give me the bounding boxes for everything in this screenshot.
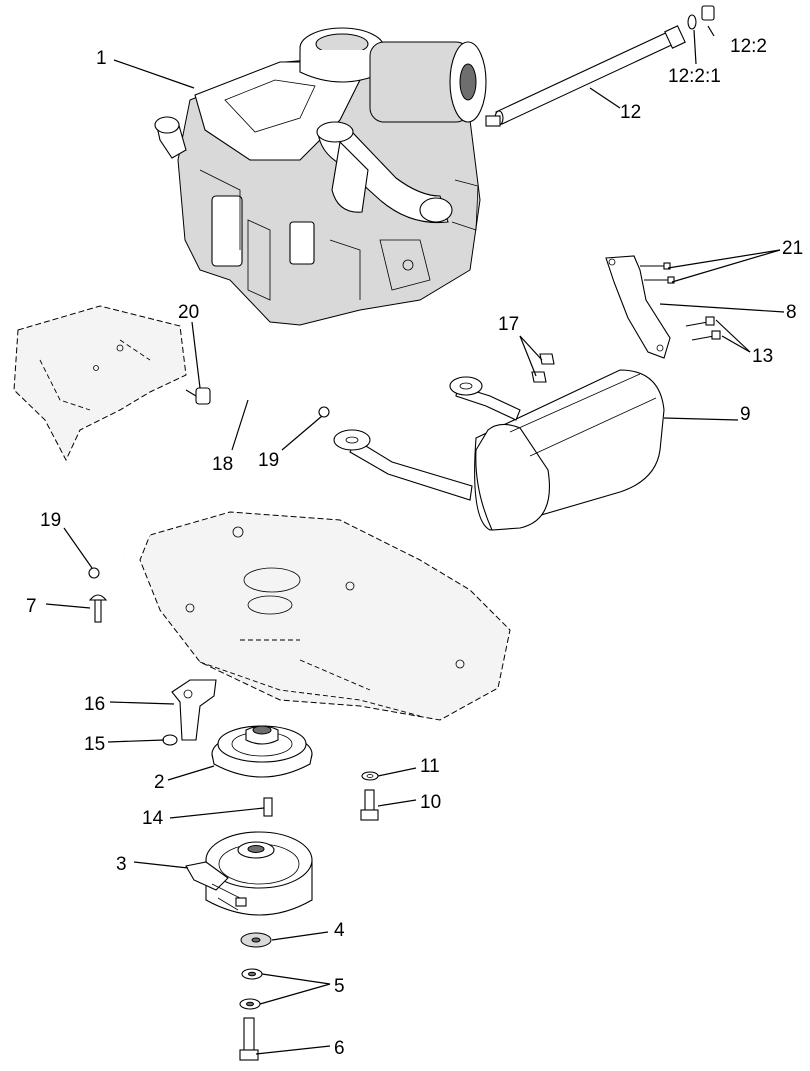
callout-21: 21 (782, 238, 803, 259)
key-14 (263, 797, 273, 817)
callout-4: 4 (334, 920, 345, 941)
callout-18: 18 (212, 454, 233, 475)
screws-21 (640, 262, 675, 284)
electric-clutch (185, 831, 313, 916)
callout-13: 13 (752, 346, 773, 367)
callout-6: 6 (334, 1038, 345, 1059)
nut-15 (162, 734, 178, 746)
muffler-bracket (605, 255, 671, 359)
callout-15: 15 (84, 734, 105, 755)
pin-7 (88, 594, 108, 623)
pulley (211, 725, 313, 778)
callout-19-upper: 19 (258, 450, 279, 471)
callout-10: 10 (420, 792, 441, 813)
washer-11 (361, 771, 379, 781)
callout-12-2-1: 12:2:1 (668, 66, 721, 87)
frame-deck-plate (139, 511, 511, 721)
o-ring (687, 14, 697, 30)
callout-labels: 1 12:2 12:2:1 12 21 8 13 9 17 20 18 19 1… (26, 36, 803, 1059)
dipstick-cap (701, 5, 715, 21)
bolt-10 (360, 789, 379, 821)
callout-5: 5 (334, 976, 345, 997)
support-bracket-16 (171, 679, 217, 741)
nuts-17 (531, 353, 555, 383)
leader-lines (45, 25, 785, 1055)
callout-12-2: 12:2 (730, 36, 767, 57)
muffler (333, 369, 665, 531)
callout-19-lower: 19 (40, 510, 61, 531)
callout-11: 11 (420, 756, 440, 777)
callout-17: 17 (498, 314, 519, 335)
bolts-13 (685, 316, 721, 341)
engine (154, 27, 487, 326)
hose-clips-19 (88, 406, 330, 579)
callout-7: 7 (26, 596, 37, 617)
washer-4 (240, 932, 272, 948)
callout-3: 3 (116, 854, 127, 875)
callout-20: 20 (178, 302, 199, 323)
callout-9: 9 (740, 404, 751, 425)
callout-14: 14 (142, 808, 164, 829)
dipstick-tube (485, 25, 686, 127)
callout-12: 12 (620, 102, 641, 123)
washers-5 (239, 968, 263, 1010)
fuel-hose (115, 396, 321, 562)
frame-rear-bracket (13, 305, 187, 462)
callout-2: 2 (154, 772, 165, 793)
callout-8: 8 (786, 302, 797, 323)
callout-16: 16 (84, 694, 105, 715)
callout-1: 1 (96, 48, 107, 69)
hose-clamp (185, 387, 211, 405)
bolt-6 (239, 1017, 259, 1061)
